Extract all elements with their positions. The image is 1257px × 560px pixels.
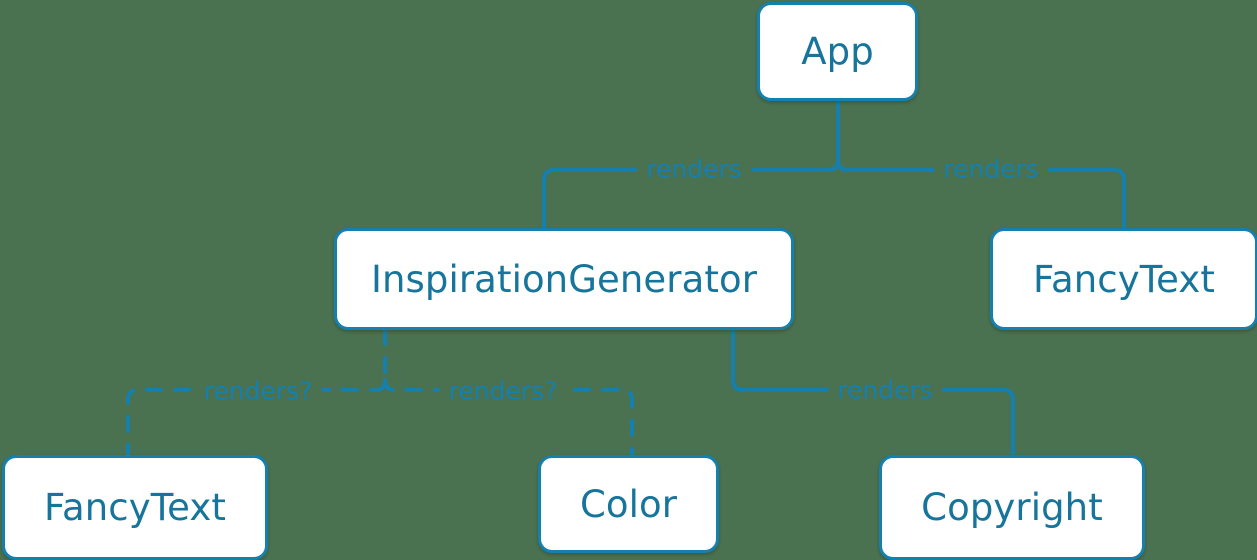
node-fancytext-top[interactable]: FancyText — [990, 228, 1257, 330]
node-app-label: App — [801, 30, 874, 73]
edge-label-inspgen-to-copyright: renders — [828, 377, 942, 403]
edge-inspgen-to-color-dashed — [383, 378, 634, 457]
node-copyright[interactable]: Copyright — [879, 455, 1145, 560]
edge-app-to-fancytext — [846, 168, 1126, 230]
node-copyright-label: Copyright — [921, 486, 1103, 529]
node-fancytext-bottom-label: FancyText — [44, 486, 226, 529]
node-app[interactable]: App — [757, 2, 918, 101]
node-fancytext-top-label: FancyText — [1033, 257, 1215, 301]
edge-label-app-to-inspgen: renders — [637, 156, 751, 182]
node-inspiration-generator-label: InspirationGenerator — [370, 257, 758, 301]
edge-label-app-to-fancytext: renders — [934, 156, 1048, 182]
node-inspiration-generator[interactable]: InspirationGenerator — [334, 228, 794, 330]
node-fancytext-bottom[interactable]: FancyText — [2, 455, 268, 560]
edge-app-to-inspgen — [542, 168, 830, 230]
node-color[interactable]: Color — [538, 455, 719, 553]
edge-label-inspgen-to-fancytext: renders? — [194, 378, 322, 404]
edge-label-inspgen-to-color: renders? — [439, 378, 567, 404]
node-color-label: Color — [579, 482, 678, 526]
edge-app-stem-left — [826, 158, 840, 172]
